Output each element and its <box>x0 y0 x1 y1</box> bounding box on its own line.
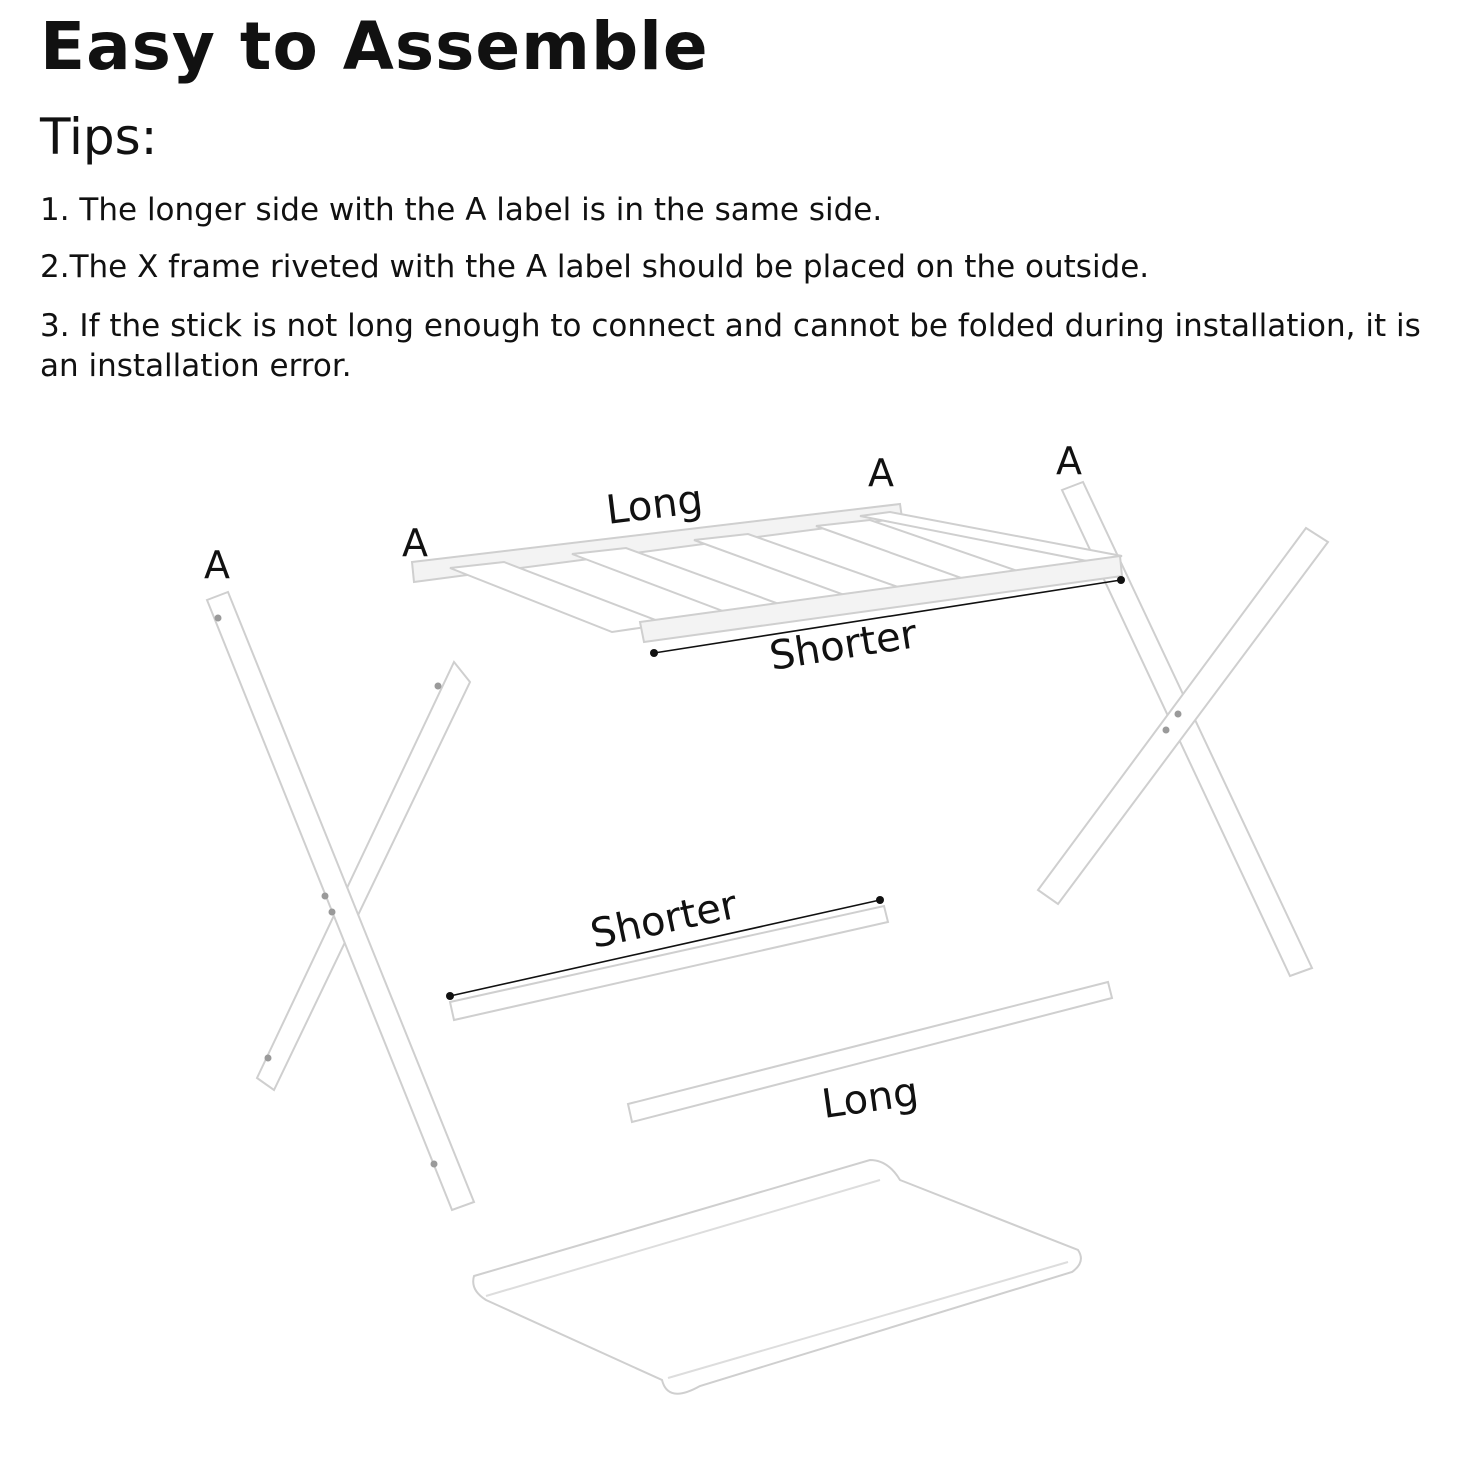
label-a-top-left: A <box>402 521 428 565</box>
rivet <box>214 614 222 622</box>
fabric-sheet <box>472 1158 1082 1395</box>
label-top-long: Long <box>604 476 706 533</box>
rivet <box>321 892 329 900</box>
fabric-fold <box>667 1261 1069 1379</box>
top-shelf-frame: A A Long Shorter <box>402 451 1125 680</box>
fabric-sling <box>472 1158 1082 1395</box>
middle-shorter-dimension-line <box>449 899 881 997</box>
label-a-left-frame: A <box>204 543 230 587</box>
fabric-fold <box>485 1179 881 1297</box>
top-shelf-side-rail <box>859 510 1123 564</box>
rivet <box>430 1160 438 1168</box>
right-x-frame: A <box>1036 439 1330 978</box>
right-frame-short-leg <box>1036 526 1330 906</box>
rivet <box>434 682 442 690</box>
left-frame-long-leg <box>205 590 476 1212</box>
page-title: Easy to Assemble <box>40 8 709 85</box>
left-frame-short-leg <box>255 660 472 1092</box>
shorter-bar <box>448 904 890 1022</box>
top-shorter-dimension-line <box>653 579 1122 654</box>
tip-1: 1. The longer side with the A label is i… <box>40 192 883 228</box>
top-shelf-front-rail <box>638 554 1124 644</box>
left-x-frame: A <box>204 543 476 1212</box>
lower-long-bar: Long <box>626 980 1114 1128</box>
long-bar <box>626 980 1114 1124</box>
tip-2: 2.The X frame riveted with the A label s… <box>40 249 1150 285</box>
label-bottom-long: Long <box>819 1069 921 1128</box>
rivet <box>1162 726 1170 734</box>
label-a-top-right: A <box>868 451 894 495</box>
label-a-right-frame: A <box>1056 439 1082 483</box>
tips-heading: Tips: <box>40 108 158 166</box>
dimension-dot <box>1117 576 1125 584</box>
dimension-dot <box>650 649 658 657</box>
dimension-dot <box>876 896 884 904</box>
rivet <box>264 1054 272 1062</box>
rivet <box>328 908 336 916</box>
tip-3: 3. If the stick is not long enough to co… <box>40 308 1421 384</box>
middle-shorter-bar: Shorter <box>446 882 890 1022</box>
dimension-dot <box>446 992 454 1000</box>
rivet <box>1174 710 1182 718</box>
